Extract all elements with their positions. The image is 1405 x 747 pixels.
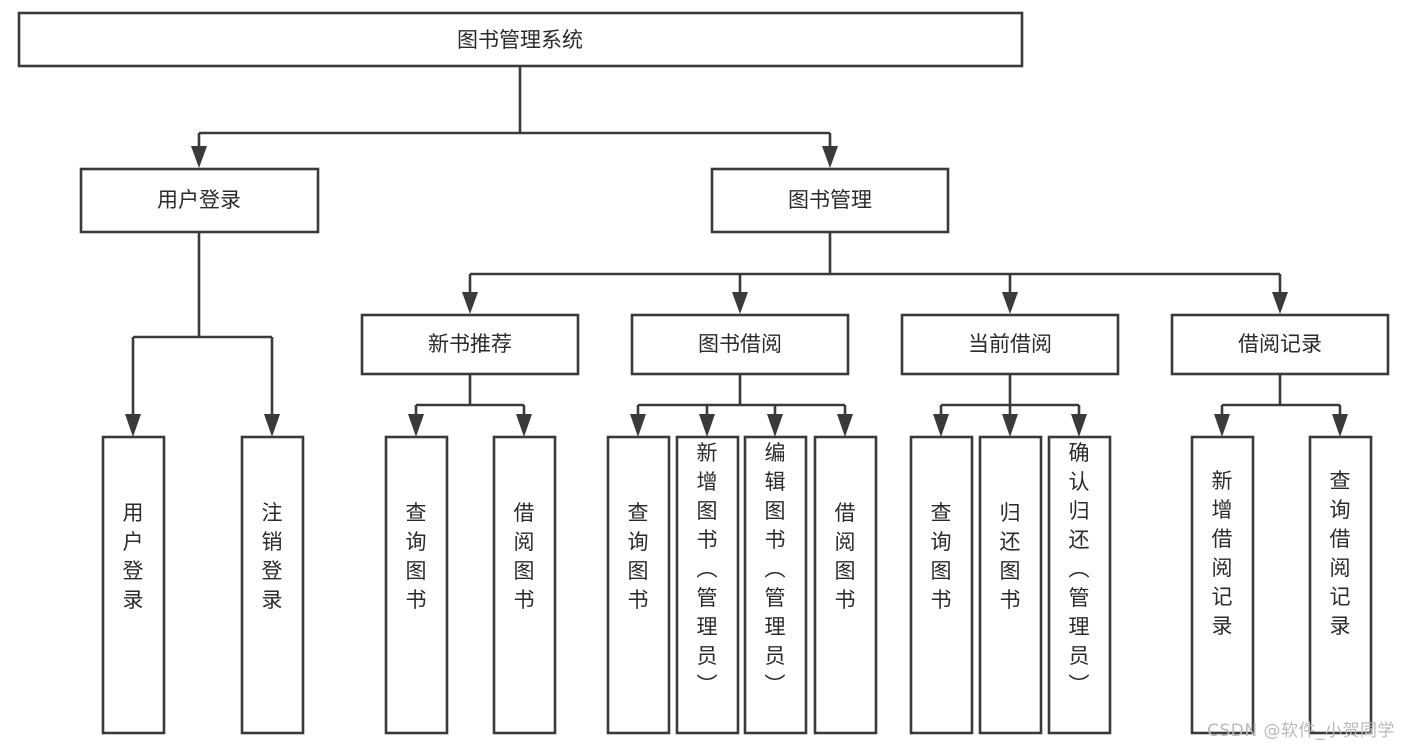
node-current-borrow[interactable]: 当前借阅 [900, 313, 1120, 376]
node-current-borrow-label: 当前借阅 [968, 332, 1052, 356]
connector-layer [125, 66, 1348, 437]
node-root[interactable]: 图书管理系统 [17, 11, 1024, 68]
leaf-query-book-borrow-label: 查询图书 [628, 501, 649, 612]
node-book-borrow-label: 图书借阅 [698, 332, 782, 356]
leaf-edit-book-admin-box[interactable] [743, 435, 808, 735]
node-book-management-label: 图书管理 [788, 188, 872, 212]
arrow-borrow-leaf2 [699, 414, 715, 437]
leaf-borrow-book[interactable]: 借阅图书 [813, 435, 878, 735]
node-new-book-recommend[interactable]: 新书推荐 [360, 313, 580, 376]
arrow-borrow-leaf4 [837, 414, 853, 437]
leaf-borrow-book-label: 借阅图书 [835, 501, 856, 612]
arrow-current-leaf1 [933, 414, 949, 437]
arrow-book-l2a [462, 292, 478, 314]
leaf-borrow-book-box[interactable] [813, 435, 878, 735]
node-user-login-box[interactable] [79, 167, 320, 234]
arrow-current-leaf2 [1002, 414, 1018, 437]
csdn-watermark: CSDN @软件_小贺同学 [1207, 721, 1395, 741]
leaf-query-book-new-box[interactable] [384, 435, 449, 735]
leaf-borrow-book-new[interactable]: 借阅图书 [492, 435, 557, 735]
node-borrow-record-label: 借阅记录 [1238, 332, 1322, 356]
leaf-add-borrow-record-label: 新增借阅记录 [1212, 469, 1233, 638]
arrow-borrow-leaf3 [767, 414, 783, 437]
node-book-borrow-box[interactable] [630, 313, 850, 376]
leaf-query-book-current-label: 查询图书 [931, 501, 952, 612]
leaf-query-borrow-record-label: 查询借阅记录 [1330, 469, 1351, 638]
leaf-user-login-box[interactable] [101, 435, 166, 735]
leaf-query-book-new[interactable]: 查询图书 [384, 435, 449, 735]
arrow-book-l2c [1002, 292, 1018, 314]
arrow-root-to-book [822, 146, 838, 168]
leaf-confirm-return-admin-label: 确认归还︵管理员︶ [1069, 441, 1090, 697]
leaf-query-book-current-box[interactable] [909, 435, 974, 735]
leaf-query-book-current[interactable]: 查询图书 [909, 435, 974, 735]
node-book-management-box[interactable] [710, 167, 950, 234]
leaf-borrow-book-new-box[interactable] [492, 435, 557, 735]
node-book-borrow[interactable]: 图书借阅 [630, 313, 850, 376]
leaf-add-borrow-record[interactable]: 新增借阅记录 [1190, 435, 1255, 735]
leaf-query-book-borrow-box[interactable] [606, 435, 671, 735]
leaf-return-book-label: 归还图书 [1000, 501, 1021, 612]
arrow-book-l2d [1272, 292, 1288, 314]
leaf-user-login[interactable]: 用户登录 [101, 435, 166, 735]
leaf-borrow-book-new-label: 借阅图书 [514, 501, 535, 612]
leaf-add-book-admin[interactable]: 新增图书︵管理员︶ [675, 435, 740, 735]
leaf-return-book[interactable]: 归还图书 [978, 435, 1043, 735]
node-current-borrow-box[interactable] [900, 313, 1120, 376]
leaf-edit-book-admin-label: 编辑图书︵管理员︶ [765, 441, 786, 697]
node-borrow-record-box[interactable] [1170, 313, 1390, 376]
arrow-borrow-leaf1 [630, 414, 646, 437]
leaf-query-borrow-record-box[interactable] [1308, 435, 1373, 735]
arrow-user-leaf2 [264, 414, 280, 437]
leaf-logout[interactable]: 注销登录 [240, 435, 305, 735]
leaf-add-borrow-record-box[interactable] [1190, 435, 1255, 735]
leaf-user-login-label: 用户登录 [123, 501, 144, 612]
node-user-login[interactable]: 用户登录 [79, 167, 320, 234]
node-new-book-recommend-label: 新书推荐 [428, 332, 512, 356]
arrow-user-leaf1 [125, 414, 141, 437]
leaf-add-book-admin-label: 新增图书︵管理员︶ [697, 441, 718, 697]
node-root-box[interactable] [17, 11, 1024, 68]
leaf-logout-label: 注销登录 [262, 501, 283, 612]
node-user-login-label: 用户登录 [157, 188, 241, 212]
arrow-current-leaf3 [1071, 414, 1087, 437]
leaf-edit-book-admin[interactable]: 编辑图书︵管理员︶ [743, 435, 808, 735]
arrow-root-to-user [191, 146, 207, 168]
node-new-book-recommend-box[interactable] [360, 313, 580, 376]
leaf-logout-box[interactable] [240, 435, 305, 735]
arrow-record-leaf2 [1332, 414, 1348, 437]
leaf-add-book-admin-box[interactable] [675, 435, 740, 735]
arrow-book-l2b [732, 292, 748, 314]
node-borrow-record[interactable]: 借阅记录 [1170, 313, 1390, 376]
arrow-newbook-leaf2 [516, 414, 532, 437]
arrow-record-leaf1 [1214, 414, 1230, 437]
leaf-return-book-box[interactable] [978, 435, 1043, 735]
leaf-query-borrow-record[interactable]: 查询借阅记录 [1308, 435, 1373, 735]
node-book-management[interactable]: 图书管理 [710, 167, 950, 234]
leaf-confirm-return-admin-box[interactable] [1047, 435, 1112, 735]
leaf-query-book-new-label: 查询图书 [406, 501, 427, 612]
node-root-label: 图书管理系统 [457, 28, 583, 52]
arrow-newbook-leaf1 [408, 414, 424, 437]
leaf-query-book-borrow[interactable]: 查询图书 [606, 435, 671, 735]
leaf-confirm-return-admin[interactable]: 确认归还︵管理员︶ [1047, 435, 1112, 735]
